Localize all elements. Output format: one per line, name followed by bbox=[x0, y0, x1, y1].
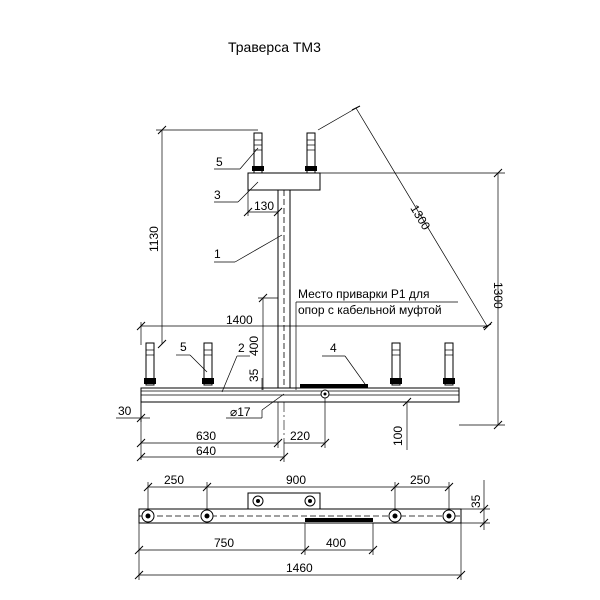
plan-bolt-2 bbox=[200, 509, 214, 523]
note-weld-line1: Место приварки Р1 для bbox=[298, 287, 429, 301]
top-plate bbox=[247, 172, 321, 191]
dim-1130: 1130 bbox=[147, 226, 161, 252]
dim-1400: 1400 bbox=[226, 313, 253, 327]
dim-250-left: 250 bbox=[164, 473, 184, 487]
dim-130: 130 bbox=[254, 199, 274, 213]
dim-30: 30 bbox=[118, 404, 132, 418]
dim-diameter-17: ⌀17 bbox=[230, 405, 251, 419]
dim-100: 100 bbox=[391, 426, 405, 446]
label-part-5-top: 5 bbox=[216, 155, 223, 169]
elevation-view: 1130 1300 1300 130 1400 400 35 bbox=[116, 105, 505, 462]
plan-weld-plate bbox=[305, 518, 373, 522]
dim-1300-diagonal: 1300 bbox=[407, 202, 433, 232]
note-weld-line2: опор с кабельной муфтой bbox=[298, 303, 442, 317]
dim-220: 220 bbox=[290, 429, 310, 443]
dim-630: 630 bbox=[196, 429, 216, 443]
bottom-bolt-2 bbox=[202, 342, 214, 386]
bottom-bolt-1 bbox=[144, 342, 156, 386]
plan-bolt-4 bbox=[442, 509, 456, 523]
drawing-title: Траверса ТМ3 bbox=[228, 39, 321, 55]
dim-900: 900 bbox=[286, 473, 306, 487]
dim-750: 750 bbox=[214, 536, 234, 550]
weld-plate bbox=[300, 384, 368, 388]
dim-640: 640 bbox=[196, 444, 216, 458]
dim-35-left: 35 bbox=[247, 368, 261, 382]
dim-400-plan: 400 bbox=[326, 536, 346, 550]
dim-250-right: 250 bbox=[410, 473, 430, 487]
label-part-5-bottom: 5 bbox=[180, 340, 187, 354]
top-bolt-right bbox=[305, 132, 317, 174]
plan-bolt-3 bbox=[388, 509, 402, 523]
dim-1300-vertical: 1300 bbox=[491, 282, 505, 309]
plan-view: 250 900 250 35 750 400 1460 bbox=[134, 473, 490, 580]
bottom-bolt-3 bbox=[390, 342, 402, 386]
dim-400-vertical: 400 bbox=[247, 336, 261, 356]
label-part-1: 1 bbox=[214, 247, 221, 261]
label-part-2: 2 bbox=[238, 341, 245, 355]
bottom-bolt-4 bbox=[443, 342, 455, 386]
dim-1460: 1460 bbox=[286, 561, 313, 575]
label-part-3: 3 bbox=[214, 188, 221, 202]
label-part-4: 4 bbox=[330, 341, 337, 355]
dim-35-plan: 35 bbox=[469, 494, 483, 508]
plan-bolt-1 bbox=[141, 509, 155, 523]
